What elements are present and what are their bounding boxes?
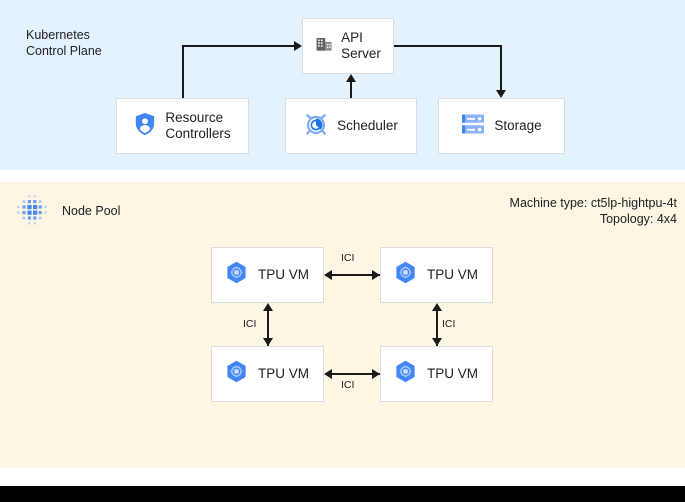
node-tpu-vm-2-label: TPU VM (426, 267, 478, 282)
dot-matrix-icon (14, 193, 50, 234)
topology-text: Topology: 4x4 (599, 212, 677, 226)
building-icon (315, 34, 334, 58)
node-api-server-label: API Server (341, 30, 381, 61)
alarm-clock-icon (304, 112, 328, 141)
machine-type-text: Machine type: ct5lp-hightpu-4t (509, 196, 677, 210)
node-storage[interactable]: Storage (438, 98, 565, 154)
node-api-server[interactable]: API Server (302, 18, 394, 74)
arrowhead-ici-left-down (263, 338, 273, 346)
node-scheduler[interactable]: Scheduler (285, 98, 417, 154)
arrowhead-scheduler-to-api (346, 74, 356, 82)
ici-label-left: ICI (243, 318, 257, 330)
connector-ici-bottom (332, 373, 380, 375)
node-tpu-vm-1-label: TPU VM (257, 267, 309, 282)
node-tpu-vm-4[interactable]: TPU VM (380, 346, 493, 402)
ici-label-top: ICI (341, 252, 355, 264)
connector-ici-left (267, 311, 269, 346)
tpu-hexagon-icon (395, 261, 416, 289)
arrowhead-ici-left-up (263, 303, 273, 311)
ici-label-bottom: ICI (341, 379, 355, 391)
arrowhead-ici-top-left (324, 270, 332, 280)
arrowhead-ici-bottom-left (324, 369, 332, 379)
arrowhead-ici-top-right (372, 270, 380, 280)
arrowhead-rc-to-api (294, 41, 302, 51)
arrowhead-ici-right-up (432, 303, 442, 311)
node-resource-controllers[interactable]: Resource Controllers (116, 98, 249, 154)
node-tpu-vm-2[interactable]: TPU VM (380, 247, 493, 303)
tpu-hexagon-icon (395, 360, 416, 388)
node-tpu-vm-3-label: TPU VM (257, 366, 309, 381)
tpu-hexagon-icon (226, 360, 247, 388)
tpu-hexagon-icon (226, 261, 247, 289)
node-scheduler-label: Scheduler (337, 118, 398, 133)
connector-api-to-storage-vertical (500, 45, 502, 90)
node-pool-panel (0, 182, 685, 468)
connector-rc-to-api-horizontal (182, 45, 294, 47)
connector-scheduler-to-api-vertical (350, 82, 352, 98)
node-storage-label: Storage (494, 118, 542, 133)
node-pool-title: Node Pool (62, 204, 121, 218)
arrowhead-ici-right-down (432, 338, 442, 346)
shield-user-icon (134, 112, 156, 141)
connector-ici-right (436, 311, 438, 346)
node-resource-controllers-label: Resource Controllers (165, 110, 231, 141)
node-tpu-vm-4-label: TPU VM (426, 366, 478, 381)
ici-label-right: ICI (442, 318, 456, 330)
server-rack-icon (461, 113, 485, 140)
bottom-bar (0, 486, 685, 502)
connector-api-to-storage-horizontal (394, 45, 501, 47)
connector-rc-to-api-vertical (182, 45, 184, 98)
arrowhead-ici-bottom-right (372, 369, 380, 379)
arrowhead-api-to-storage (496, 90, 506, 98)
node-tpu-vm-3[interactable]: TPU VM (211, 346, 324, 402)
node-tpu-vm-1[interactable]: TPU VM (211, 247, 324, 303)
node-pool-meta: Machine type: ct5lp-hightpu-4t Topology:… (510, 195, 677, 227)
control-plane-title: Kubernetes Control Plane (26, 28, 102, 58)
connector-ici-top (332, 274, 380, 276)
